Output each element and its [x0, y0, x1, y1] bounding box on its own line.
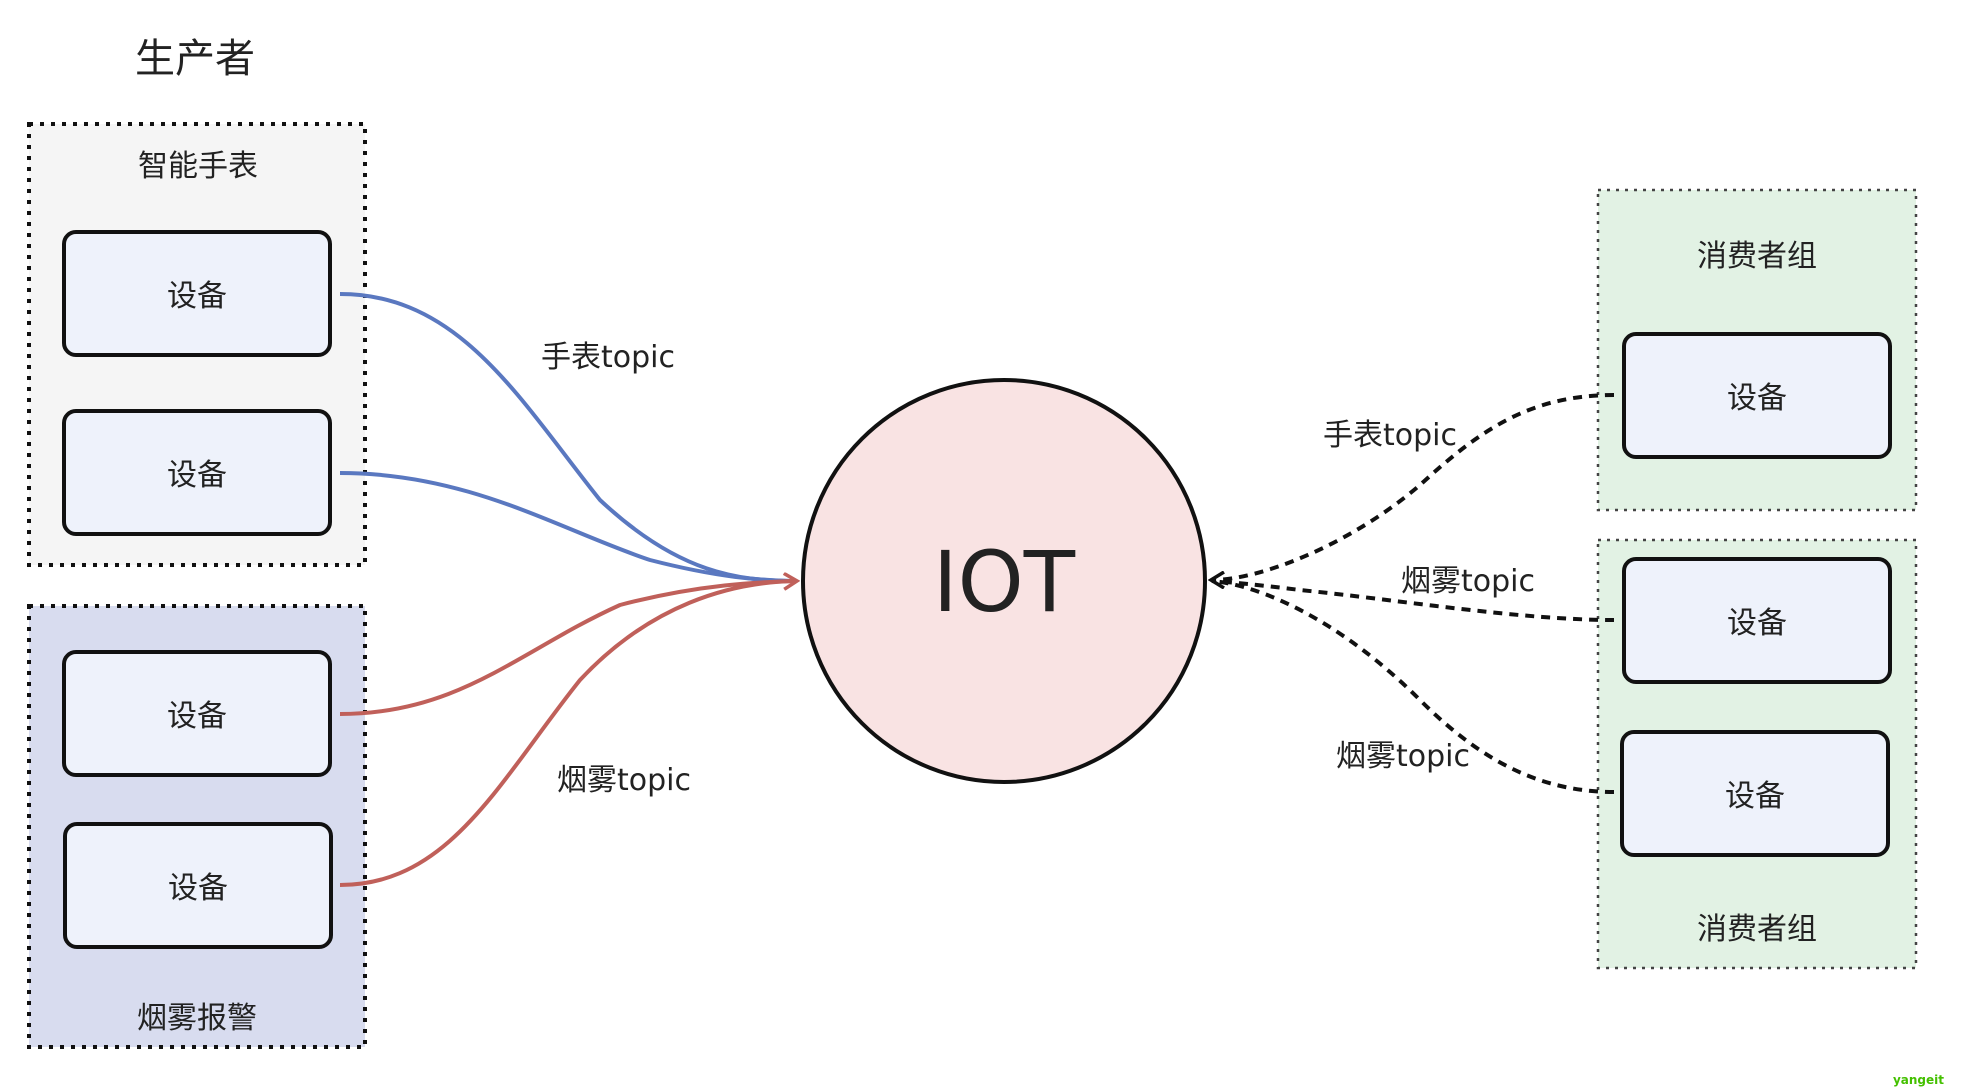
edge-watch-device-2	[339, 471, 791, 583]
consumer-edges	[1211, 393, 1615, 794]
device-box[interactable]	[1622, 332, 1892, 459]
iot-circle	[801, 378, 1207, 784]
device-box[interactable]	[63, 822, 333, 949]
consumer-group-2: 设备 设备 消费者组	[1596, 538, 1918, 970]
device-box[interactable]	[1622, 557, 1892, 684]
iot-label: IOT	[933, 533, 1076, 631]
device-label: 设备	[1727, 606, 1787, 641]
edge-smoke-device-2	[339, 579, 797, 887]
consumer-group-1-label: 消费者组	[1697, 239, 1817, 274]
edge-watch-device-1	[339, 292, 791, 583]
consumer-group-1: 消费者组 设备	[1596, 188, 1918, 512]
watermark: yangeit	[1893, 1073, 1944, 1087]
device-label: 设备	[167, 699, 227, 734]
consumer-group-2-label: 消费者组	[1697, 912, 1817, 947]
device-label: 设备	[1725, 779, 1785, 814]
producer-group-watch: 智能手表 设备 设备	[27, 122, 367, 567]
edge-label-watch-out: 手表topic	[1323, 418, 1457, 453]
page-title: 生产者	[135, 36, 255, 82]
device-label: 设备	[167, 279, 227, 314]
edge-label-smoke-out-1: 烟雾topic	[1401, 564, 1535, 599]
device-box[interactable]	[62, 409, 332, 536]
producer-group-smoke-label: 烟雾报警	[137, 1001, 257, 1036]
edge-smoke-device-1	[339, 581, 796, 716]
producer-group-smoke: 设备 设备 烟雾报警	[27, 604, 367, 1049]
edge-consumer-device-1	[1212, 393, 1615, 580]
edge-consumer-device-2	[1211, 579, 1615, 622]
producer-group-watch-label: 智能手表	[138, 149, 258, 184]
device-label: 设备	[167, 458, 227, 493]
producer-edges	[339, 292, 797, 887]
edge-consumer-device-3	[1211, 579, 1615, 794]
device-box[interactable]	[62, 230, 332, 357]
edge-label-smoke-in: 烟雾topic	[557, 763, 691, 798]
edge-label-smoke-out-2: 烟雾topic	[1336, 739, 1470, 774]
device-label: 设备	[1727, 381, 1787, 416]
device-label: 设备	[168, 871, 228, 906]
iot-node[interactable]: IOT	[801, 378, 1207, 784]
device-box[interactable]	[62, 650, 332, 777]
edge-label-watch-in: 手表topic	[541, 340, 675, 375]
device-box[interactable]	[1620, 730, 1890, 857]
